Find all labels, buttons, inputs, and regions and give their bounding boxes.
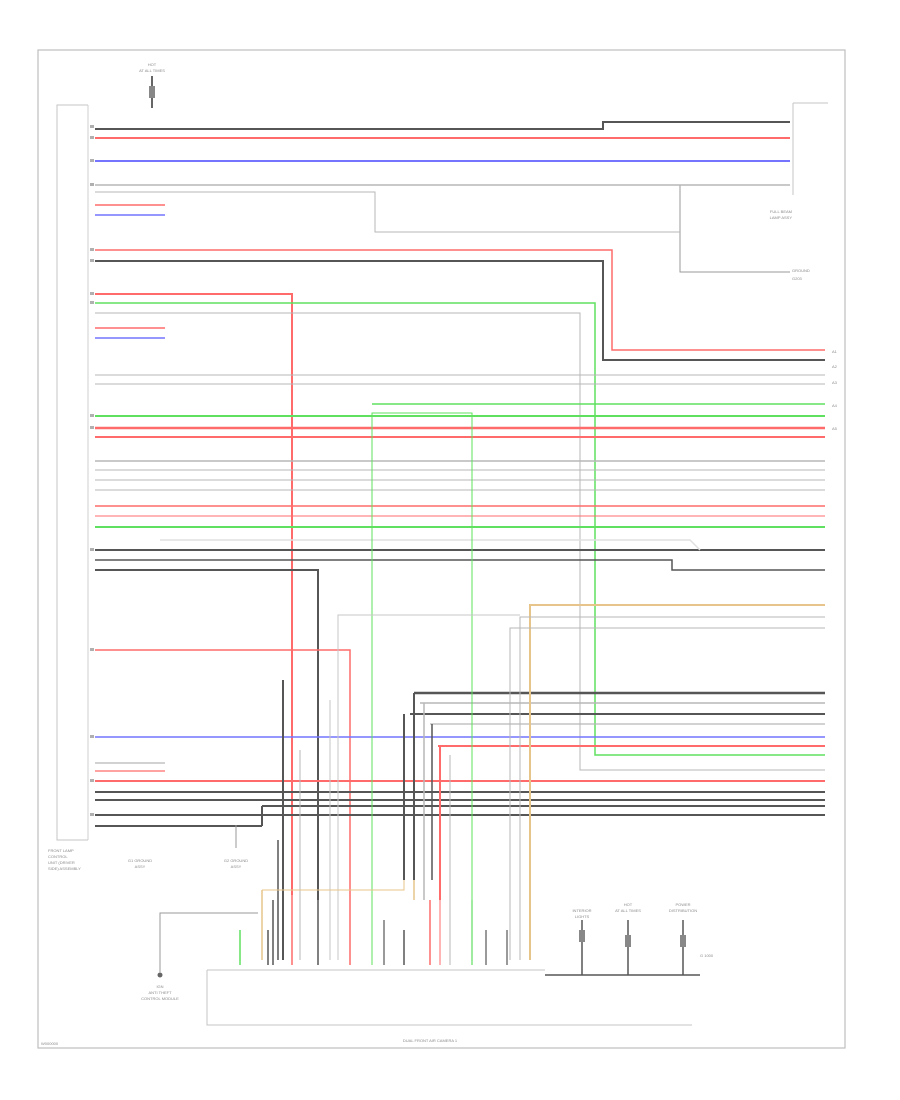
left-module-label-1: FRONT LAMP	[48, 848, 74, 853]
top-connector-label-2: AT ALL TIMES	[139, 68, 165, 73]
right-ground-label-1: GROUND	[792, 268, 810, 273]
horizontal-wires	[95, 121, 825, 905]
bottom-connector-1-label-2: LIGHTS	[575, 914, 590, 919]
footer-label: DUAL FRONT AIR CAMERA 1	[403, 1038, 458, 1043]
bottom-connector-1-label-1: INTERIOR	[572, 908, 591, 913]
wire-black-top	[95, 121, 790, 130]
bottom-connector-2-label-2: AT ALL TIMES	[615, 908, 641, 913]
right-pin-a1: A1	[832, 349, 838, 354]
right-pin-a2: A2	[832, 364, 838, 369]
ground-2-label-1: G2 GROUND	[224, 858, 248, 863]
right-module: FULL BEAM LAMP ASSY	[770, 102, 828, 220]
right-pin-a5: A5	[832, 426, 838, 431]
bottom-right-note: G 1000	[700, 953, 714, 958]
left-pin-marks	[90, 125, 94, 816]
bottom-unit-label-2: ANTI THEFT	[148, 990, 172, 995]
right-pin-labels: A1 A2 A3 A4 A5	[832, 349, 838, 431]
wire-gray-jog	[95, 191, 680, 233]
bottom-unit-label-1: IGN	[156, 984, 163, 989]
bottom-connector-2-label-1: HOT	[624, 902, 633, 907]
ground-1-label-2: ASSY	[135, 864, 146, 869]
right-pin-a3: A3	[832, 380, 838, 385]
diagram-frame	[37, 49, 846, 1049]
left-module: FRONT LAMP CONTROL UNIT (DRIVER SIDE) AS…	[48, 104, 89, 871]
right-module-label-2: LAMP ASSY	[770, 215, 793, 220]
ground-1-label-1: G1 GROUND	[128, 858, 152, 863]
ground-2-label-2: ASSY	[231, 864, 242, 869]
top-power-connector: HOT AT ALL TIMES	[139, 62, 165, 108]
bottom-connector-3-label-1: POWER	[675, 902, 690, 907]
lower-bundle	[235, 403, 825, 960]
page-code: W000000	[41, 1041, 59, 1046]
left-module-label-4: SIDE) ASSEMBLY	[48, 866, 81, 871]
bottom-connectors: INTERIOR LIGHTS HOT AT ALL TIMES POWER D…	[545, 902, 714, 976]
right-ground: GROUND G203	[679, 185, 810, 281]
bottom-unit-label-3: CONTROL MODULE	[141, 996, 179, 1001]
bottom-verticals	[239, 895, 508, 965]
right-module-label-1: FULL BEAM	[770, 209, 792, 214]
left-module-label-2: CONTROL	[48, 854, 68, 859]
bottom-connector-3-label-2: DISTRIBUTION	[669, 908, 697, 913]
right-pin-a4: A4	[832, 403, 838, 408]
top-connector-label-1: HOT	[148, 62, 157, 67]
bottom-module: DUAL FRONT AIR CAMERA 1	[206, 969, 692, 1043]
ground-labels: G1 GROUND ASSY G2 GROUND ASSY	[128, 858, 248, 869]
right-ground-label-2: G203	[792, 276, 803, 281]
left-module-label-3: UNIT (DRIVER	[48, 860, 75, 865]
bottom-left-unit: IGN ANTI THEFT CONTROL MODULE	[141, 912, 258, 1001]
